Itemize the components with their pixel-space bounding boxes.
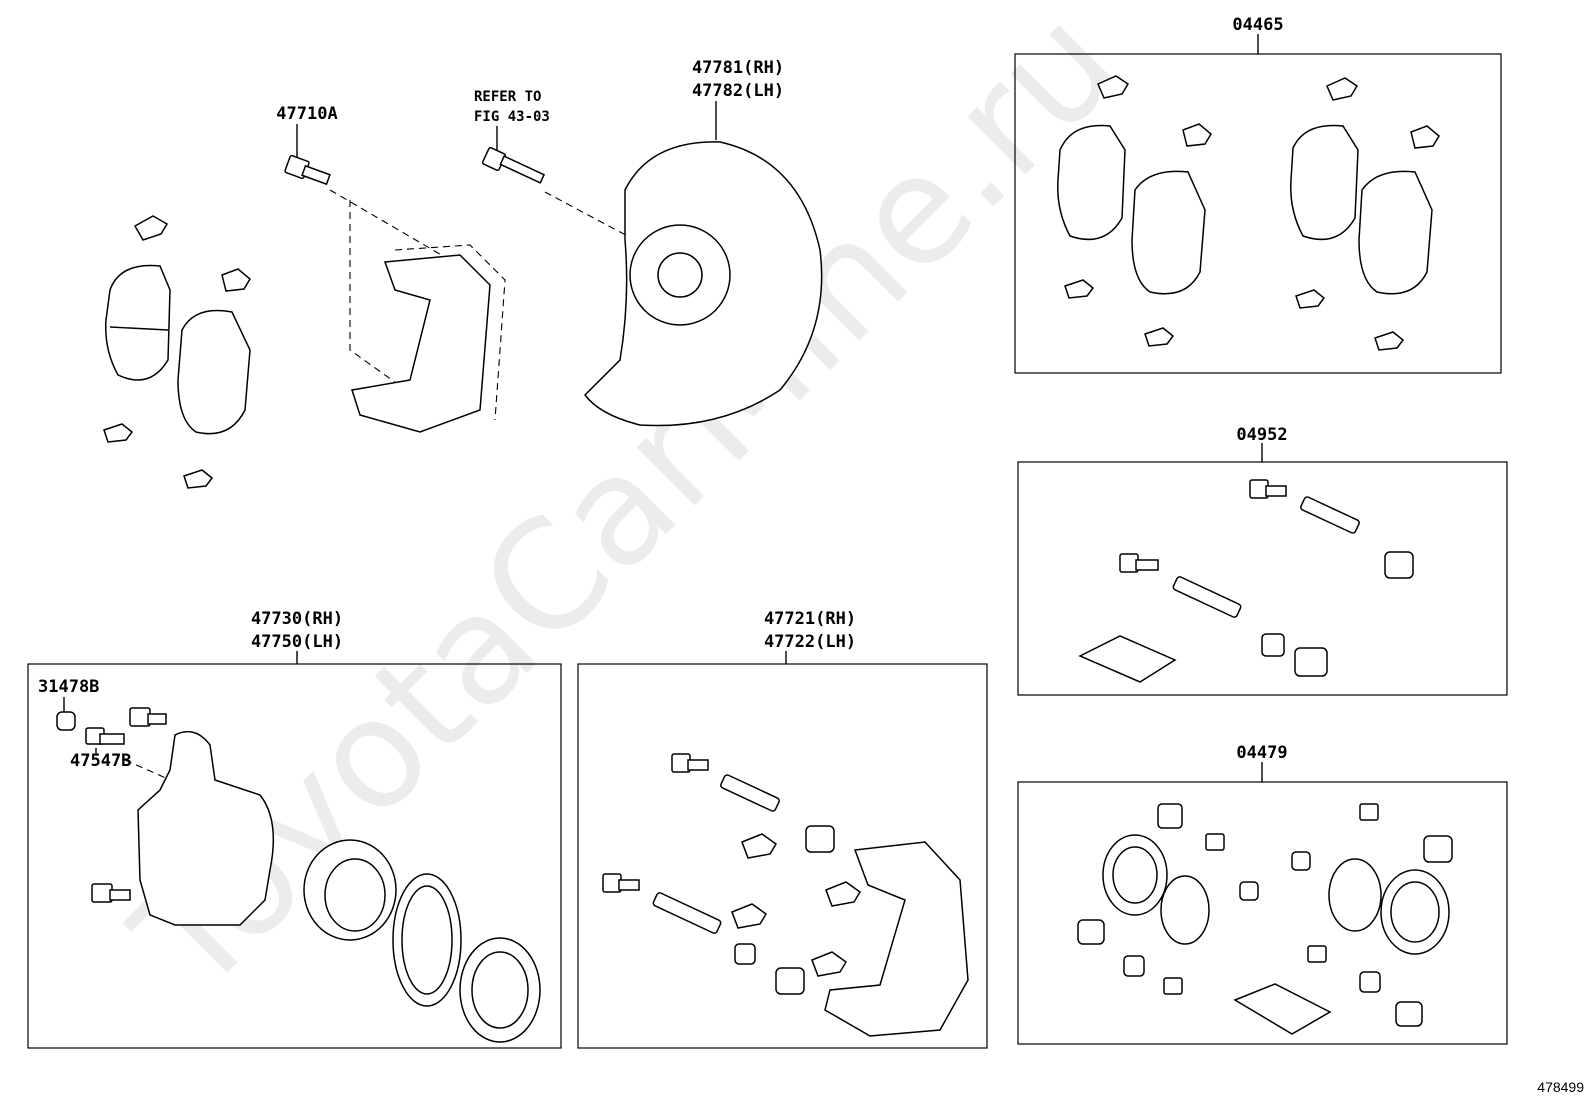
brake-pads-left <box>103 215 251 489</box>
mounting-rh-label[interactable]: 47721(RH) <box>764 609 856 629</box>
caliper-mounting-top <box>351 244 506 433</box>
dust-cover-lh-label[interactable]: 47782(LH) <box>692 81 784 101</box>
cylinder-kit-label[interactable]: 04479 <box>1236 743 1287 763</box>
mounting-assy-box <box>577 663 988 1049</box>
mounting-lh-label[interactable]: 47722(LH) <box>764 632 856 652</box>
bracket-bolt-part <box>284 154 331 186</box>
cylinder-rh-label[interactable]: 47730(RH) <box>251 609 343 629</box>
cylinder-assy-box <box>27 663 562 1049</box>
pad-kit-contents <box>1057 75 1440 351</box>
pad-kit-label[interactable]: 04465 <box>1232 15 1283 35</box>
bleeder-plug-label[interactable]: 47547B <box>70 751 131 771</box>
slide-pin-kit-label[interactable]: 04952 <box>1236 425 1287 445</box>
slide-pin-kit-contents <box>1078 479 1414 683</box>
refer-line1[interactable]: REFER TO <box>474 89 541 105</box>
cylinder-kit-contents <box>1077 803 1453 1035</box>
dust-cover-rh-label[interactable]: 47781(RH) <box>692 58 784 78</box>
cylinder-assy-contents <box>56 707 541 1043</box>
mounting-assy-contents <box>602 753 969 1037</box>
cylinder-lh-label[interactable]: 47750(LH) <box>251 632 343 652</box>
bleeder-cap-label[interactable]: 31478B <box>38 677 99 697</box>
refer-line2[interactable]: FIG 43-03 <box>474 109 550 125</box>
figure-number: 478499 <box>1537 1079 1584 1095</box>
bracket-bolt-label[interactable]: 47710A <box>276 104 337 124</box>
dust-cover-part <box>584 141 823 427</box>
long-bolt-part <box>481 146 546 184</box>
